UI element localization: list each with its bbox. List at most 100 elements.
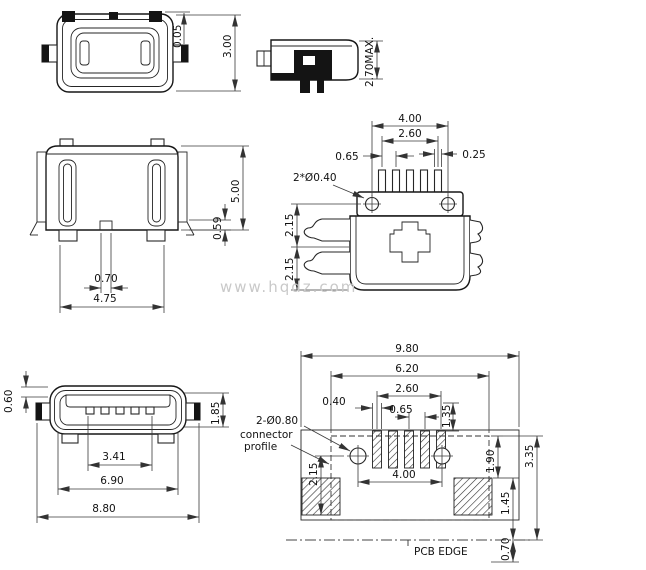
dim-0-65-pitch: 0.65	[389, 404, 439, 429]
dim-4-75: 4.75	[59, 245, 165, 313]
dim-2-70max: 2.70MAX.	[359, 37, 383, 87]
label-pcb-edge: PCB EDGE	[407, 540, 468, 558]
dim-0-70: 0.70	[84, 233, 128, 293]
dim-label: 0.70	[500, 538, 512, 561]
tongue	[65, 394, 171, 408]
side-lug-right-pad	[181, 45, 188, 62]
pin-pad	[420, 430, 430, 469]
dim-label: 3.35	[524, 445, 536, 468]
center-boss	[99, 220, 113, 231]
dim-0-70-pcb: 0.70	[491, 538, 519, 563]
dim-label: 4.00	[392, 469, 415, 481]
spring-clip-left-lower	[303, 251, 350, 275]
note-rivet-holes: 2*Ø0.40	[293, 172, 365, 199]
pin	[419, 169, 429, 193]
contact	[100, 406, 110, 415]
dim-2-15-pcb: 2.15	[301, 455, 344, 516]
view-front: 5.00 0.59 0.70 4.75	[29, 138, 249, 313]
body-inner-contour	[355, 216, 465, 285]
dim-4-00-holes: 4.00	[357, 467, 443, 487]
shell-bump-left	[59, 138, 74, 147]
dim-label: 2.70MAX.	[364, 37, 376, 87]
dim-6-90: 6.90	[57, 432, 179, 495]
dim-0-59: 0.59	[189, 204, 231, 246]
profile-callout-line2: profile	[244, 441, 277, 453]
dim-label: 3.41	[102, 451, 125, 463]
view-top: 0.05 3.00	[41, 11, 241, 93]
base-strip	[271, 73, 294, 80]
profile-callout-line1: connector	[240, 429, 293, 441]
dim-label: 0.25	[462, 149, 485, 161]
dim-1-45: 1.45	[500, 477, 519, 540]
dim-label: 2.60	[395, 383, 418, 395]
dim-2-15-bottom: 2.15	[284, 247, 348, 291]
dim-label: 2.15	[284, 258, 296, 281]
shell-bump-right	[150, 138, 165, 147]
contact	[115, 406, 125, 415]
pin-pad	[388, 430, 398, 469]
view-mating-face: 0.60 1.85 3.41 6.90 8.80	[3, 371, 229, 523]
dim-label: 0.05	[172, 25, 184, 48]
dim-1-90: 1.90	[485, 435, 503, 479]
hole-callout: 2-Ø0.80	[256, 415, 298, 427]
spring-clip-right-upper	[469, 219, 484, 244]
dim-label: 1.35	[441, 405, 453, 428]
foot-left	[58, 229, 78, 242]
dim-2-60: 2.60	[381, 128, 439, 167]
contact	[145, 406, 155, 415]
dim-label: 1.85	[210, 402, 222, 425]
dim-9-80: 9.80	[300, 343, 520, 427]
connector-shell-front	[45, 145, 179, 231]
dim-label: 1.90	[485, 450, 497, 473]
contact-slot-left-inner	[63, 163, 72, 223]
side-lug-right-pad	[194, 403, 200, 420]
dim-label: 2.15	[308, 463, 320, 486]
pin	[405, 169, 415, 193]
cavity-outline	[70, 27, 160, 79]
note-connector-profile: connector profile	[240, 429, 330, 465]
shield-pad-right	[453, 477, 493, 516]
dim-label: 0.65	[335, 151, 358, 163]
solder-tab-left	[62, 11, 75, 22]
dim-label: 0.65	[389, 404, 412, 416]
side-lug-left-pad	[42, 45, 49, 62]
dim-label: 0.40	[322, 396, 345, 408]
latch-detail-right	[140, 40, 151, 66]
pin-pad	[372, 430, 382, 469]
shell-inner-contour	[62, 19, 168, 87]
cavity-inner	[75, 32, 155, 74]
foot-right	[157, 433, 175, 444]
foot-right	[146, 229, 166, 242]
note-mounting-holes: 2-Ø0.80	[256, 415, 351, 452]
pin	[377, 169, 387, 193]
dim-label: 5.00	[230, 180, 242, 203]
pin-pad	[404, 430, 414, 469]
dim-label: 6.90	[100, 475, 123, 487]
contact-slot-right	[147, 159, 166, 227]
foot-left	[61, 433, 79, 444]
dim-8-80: 8.80	[36, 423, 200, 523]
dim-label: 4.00	[398, 113, 421, 125]
dim-6-20: 6.20	[330, 363, 490, 433]
view-side: 2.70MAX.	[256, 37, 383, 93]
dim-0-25: 0.25	[419, 149, 486, 167]
shell-inner	[54, 390, 182, 430]
dim-label: 2.60	[398, 128, 421, 140]
dim-label: 9.80	[395, 343, 418, 355]
contact-slot-right-inner	[152, 163, 161, 223]
watermark: www.hqdz.com	[220, 278, 357, 296]
dim-label: 8.80	[92, 503, 115, 515]
dim-1-85: 1.85	[184, 392, 229, 428]
view-pcb-footprint: 9.80 6.20 2.60 0.40 0.65	[240, 343, 543, 563]
hole-callout: 2*Ø0.40	[293, 172, 337, 184]
dim-4-00: 4.00	[371, 113, 449, 196]
solder-leg	[300, 80, 310, 93]
pin	[391, 169, 401, 193]
solder-tab-right	[149, 11, 162, 22]
dim-label: 3.00	[222, 35, 234, 58]
dim-2-60-pads: 2.60	[376, 383, 442, 429]
flange-right	[177, 151, 188, 223]
center-cutout	[389, 221, 431, 263]
dim-0-40: 0.40	[322, 396, 393, 429]
